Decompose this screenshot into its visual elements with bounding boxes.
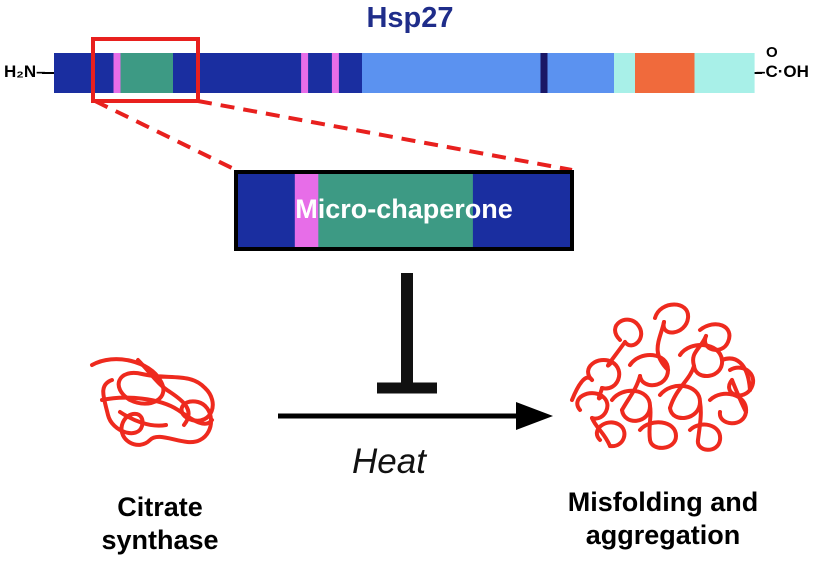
domain-segment-0 [54, 53, 115, 93]
domain-segment-13 [694, 53, 755, 93]
micro-chaperone-segment-3 [472, 172, 573, 249]
domain-segment-7 [338, 53, 363, 93]
micro-chaperone-label: Micro-chaperone [295, 194, 513, 224]
n-terminus-label: H₂N– [4, 62, 46, 81]
domain-segment-9 [540, 53, 549, 93]
domain-segment-10 [547, 53, 615, 93]
citrate-synthase-icon [90, 357, 215, 447]
domain-segment-3 [173, 53, 302, 93]
micro-chaperone-border [234, 170, 574, 251]
substrate-label: Citrate synthase [60, 491, 260, 557]
domain-segment-5 [308, 53, 333, 93]
c-terminus-label: –C·OH [756, 62, 809, 81]
substrate-label-line: synthase [101, 525, 219, 555]
domain-segment-2 [120, 53, 174, 93]
micro-chaperone-segment-1 [294, 172, 319, 249]
product-label-line: aggregation [585, 520, 741, 550]
substrate-label-line: Citrate [117, 492, 203, 522]
condition-label: Heat [352, 442, 426, 481]
diagram-title: Hsp27 [366, 2, 454, 34]
domain-segment-11 [614, 53, 636, 93]
aggregated-protein-icon [570, 302, 756, 452]
domain-segment-8 [362, 53, 542, 93]
zoom-line-right [197, 99, 573, 172]
domain-segment-4 [301, 53, 309, 93]
domain-segment-1 [113, 53, 122, 93]
highlight-box [91, 37, 200, 103]
hsp27-domain-bar [54, 53, 755, 93]
product-label-line: Misfolding and [567, 487, 759, 517]
c-terminus-oxygen: O [766, 44, 778, 61]
micro-chaperone-bar [236, 172, 573, 249]
micro-chaperone-segment-2 [318, 172, 474, 249]
domain-segment-6 [331, 53, 340, 93]
product-label: Misfolding and aggregation [508, 486, 818, 552]
micro-chaperone-segment-0 [236, 172, 296, 249]
reaction-arrow-head [516, 402, 553, 430]
domain-segment-12 [635, 53, 696, 93]
zoom-line-left [94, 99, 237, 172]
